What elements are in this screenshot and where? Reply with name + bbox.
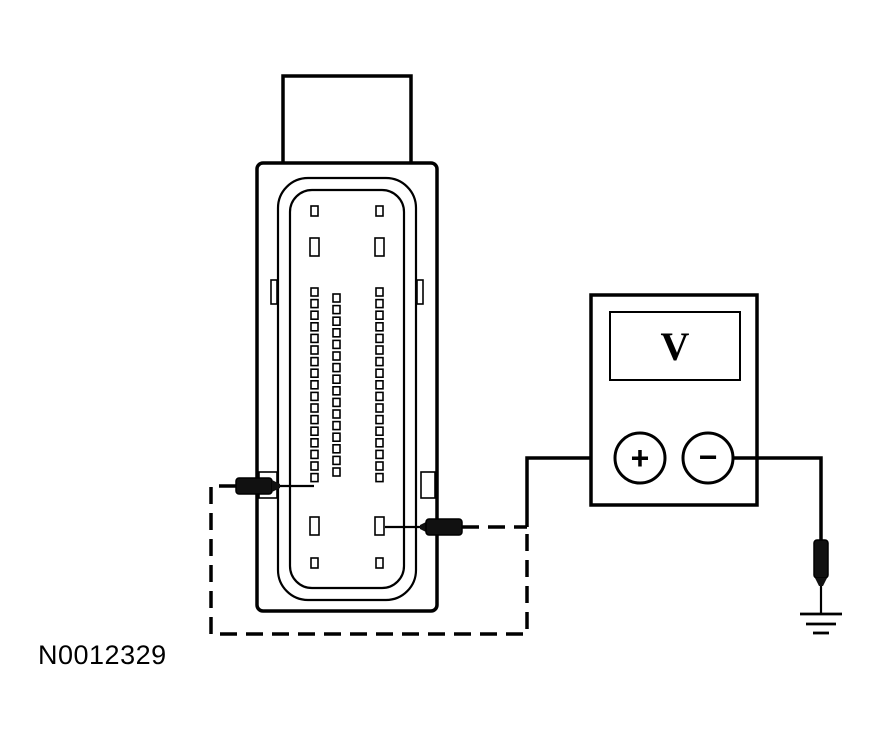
pin-cavity [310,321,319,332]
pin-cavity [332,351,341,361]
pin-cavity [375,321,384,332]
pin-cavity [375,345,384,355]
multimeter-display [609,311,741,381]
pin-cavity [310,403,319,413]
multimeter-display-text: V [661,324,690,369]
pin-cavity [332,397,341,408]
connector-top-tab [281,74,413,168]
pin-cavity [310,356,319,367]
ground-symbol-icon [800,612,842,635]
pin-cavity [374,237,385,257]
pin-cavity [332,409,341,419]
pin-cavity [374,516,385,536]
test-probe-icon [420,518,463,536]
pin-cavity [310,426,319,437]
pin-cavity [375,310,384,321]
pin-cavity [375,333,384,344]
pin-cavity [332,293,341,303]
pin-cavity [375,472,384,483]
pin-cavity [332,316,341,327]
pin-cavity [310,333,319,344]
pin-cavity [375,414,384,425]
pin-cavity [332,339,341,350]
pin-cavity [310,368,319,379]
connector-shroud-inner [288,188,406,590]
pin-cavity [375,557,384,569]
pin-cavity [332,432,341,443]
connector-body [255,161,439,613]
pin-cavity [332,443,341,454]
multimeter: V + − [589,293,759,507]
pin-cavity [375,205,384,217]
pin-cavity [310,379,319,390]
pin-cavity [332,327,341,338]
negative-meter-wire [733,456,823,540]
pin-cavity [310,345,319,355]
connector [255,74,439,613]
test-probe-icon [813,539,829,586]
dashed-jumper-wire [209,484,529,636]
pin-cavity [375,379,384,390]
connector-shroud-outer [276,176,418,602]
connector-pins [309,205,385,569]
pin-cavity [310,449,319,460]
pin-cavity [375,426,384,437]
pin-cavity [309,516,320,536]
pin-cavity [310,391,319,402]
positive-meter-wire [525,456,614,527]
pin-cavity [332,385,341,396]
probe-lead-right [385,456,614,536]
pin-cavity [375,449,384,460]
pin-cavity [332,374,341,385]
pin-cavity [332,467,341,477]
pin-cavity [309,237,320,257]
pin-cavity [375,437,384,448]
probe-lead-left [209,477,529,636]
pin-cavity [375,391,384,402]
pin-cavity [332,304,341,315]
pin-cavity [332,420,341,431]
pin-cavity [310,461,319,471]
pin-cavity [310,298,319,309]
pin-cavity [375,298,384,309]
test-probe-icon [235,477,280,495]
pin-cavity [310,205,319,217]
positive-terminal-symbol: + [631,440,650,476]
ground-lead [733,456,842,635]
pin-cavity [310,437,319,448]
pin-cavity [332,455,341,466]
pin-cavity [375,403,384,413]
pin-cavity [375,368,384,379]
pin-cavity [310,287,319,297]
pin-cavity [332,362,341,373]
positive-terminal [613,431,667,485]
pin-cavity [375,461,384,471]
pin-cavity [310,414,319,425]
connector-side-tab-right-lower [420,471,436,499]
pin-cavity [310,557,319,569]
negative-terminal-symbol: − [699,439,718,475]
figure-reference-id: N0012329 [38,640,167,670]
pin-cavity [310,472,319,483]
pin-cavity [375,287,384,297]
pin-cavity [375,356,384,367]
pin-cavity [310,310,319,321]
